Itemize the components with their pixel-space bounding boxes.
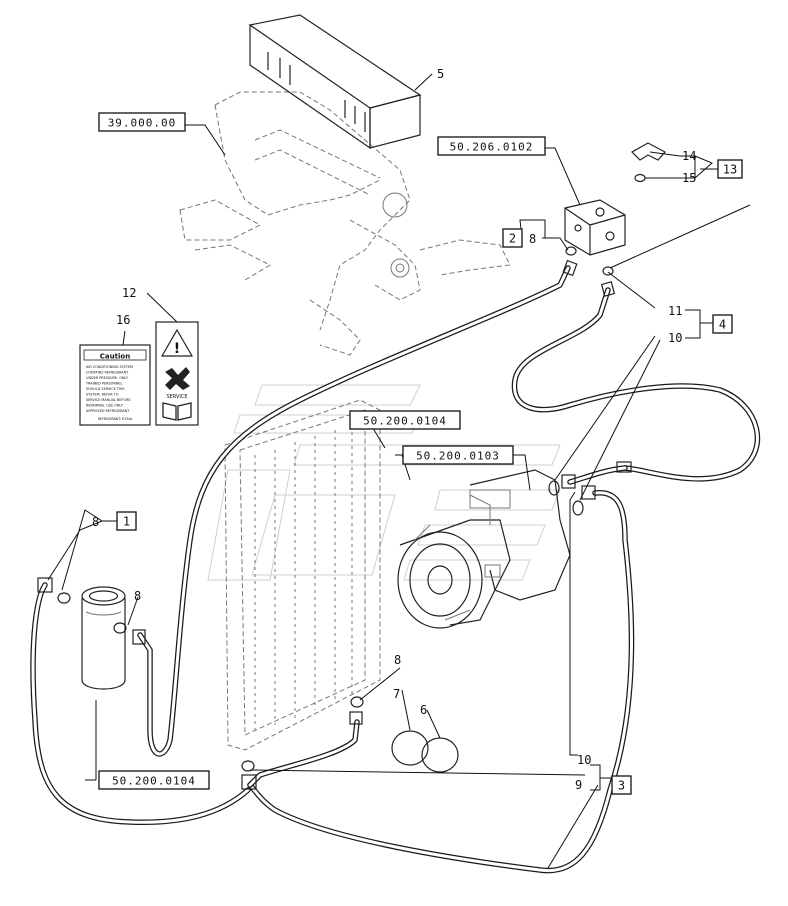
kit-boxes: 13 2 4 1 3 xyxy=(116,159,743,795)
ref-39-000-00: 39.000.00 xyxy=(108,117,177,130)
item-14: 14 xyxy=(682,149,696,163)
caution-line: UNDER PRESSURE. ONLY xyxy=(86,376,129,380)
ref-50-200-0104-top: 50.200.0104 xyxy=(363,415,447,428)
item-8-cond: 8 xyxy=(394,653,401,667)
caution-title: Caution xyxy=(100,353,130,361)
item-10-top: 10 xyxy=(668,331,682,345)
warning-triangle-icon xyxy=(160,328,194,357)
wrench-icon xyxy=(165,367,190,390)
caution-line: AIR CONDITIONING SYSTEM xyxy=(86,365,133,369)
kit-3: 3 xyxy=(618,779,625,793)
compressor xyxy=(397,469,571,629)
warning-symbol: ! xyxy=(174,341,180,357)
clip-part-14 xyxy=(631,142,666,183)
item-9: 9 xyxy=(575,778,582,792)
fittings xyxy=(37,246,632,790)
kit-4: 4 xyxy=(719,318,726,332)
caution-decal: Caution AIR CONDITIONING SYSTEM CONTAINS … xyxy=(79,344,151,426)
caution-line: TRAINED PERSONNEL xyxy=(85,382,123,386)
caution-line: CONTAINS REFRIGERANT xyxy=(86,371,129,375)
item-8-top: 8 xyxy=(529,232,536,246)
caution-line: SERVICE MANUAL BEFORE xyxy=(86,398,131,402)
kit-1: 1 xyxy=(123,515,130,529)
caution-footer: REFRIGERANT: R134a xyxy=(98,417,132,421)
snap-rings xyxy=(391,730,459,773)
ref-50-206-0102: 50.206.0102 xyxy=(450,141,534,154)
foam-block-part-5 xyxy=(248,14,422,150)
item-8-filter: 8 xyxy=(134,589,141,603)
caution-line: REPAIRING. USE ONLY xyxy=(86,404,124,408)
item-8-left: 8 xyxy=(92,515,99,529)
machine-frame xyxy=(179,91,511,356)
caution-line: SHOULD SERVICE THIS xyxy=(86,387,125,391)
caution-lines: AIR CONDITIONING SYSTEM CONTAINS REFRIGER… xyxy=(85,365,133,413)
ref-50-200-0103: 50.200.0103 xyxy=(416,450,500,463)
ref-50-200-0104-bottom: 50.200.0104 xyxy=(112,775,196,788)
reference-boxes: 39.000.00 50.206.0102 50.200.0104 50.200… xyxy=(98,112,546,790)
expansion-valve xyxy=(564,199,626,256)
item-11: 11 xyxy=(668,304,682,318)
warning-decal: ! SERVICE xyxy=(155,321,199,426)
item-numbers: 5 12 16 14 15 8 11 10 8 8 8 7 6 10 9 xyxy=(92,67,696,792)
item-10-bottom: 10 xyxy=(577,753,591,767)
condenser xyxy=(224,399,381,751)
item-15: 15 xyxy=(682,171,696,185)
hoses xyxy=(30,265,761,874)
item-12: 12 xyxy=(122,286,136,300)
kit-2: 2 xyxy=(509,232,516,246)
caution-line: APPROVED REFRIGERANT xyxy=(86,409,130,413)
service-text: SERVICE xyxy=(166,394,187,400)
caution-line: SYSTEM. REFER TO xyxy=(86,393,119,397)
item-5: 5 xyxy=(437,67,444,81)
item-7: 7 xyxy=(393,687,400,701)
kit-13: 13 xyxy=(723,163,737,177)
item-6: 6 xyxy=(420,703,427,717)
book-icon xyxy=(162,402,192,421)
leader-lines xyxy=(47,73,751,869)
receiver-dryer xyxy=(81,586,126,690)
item-16: 16 xyxy=(116,313,130,327)
